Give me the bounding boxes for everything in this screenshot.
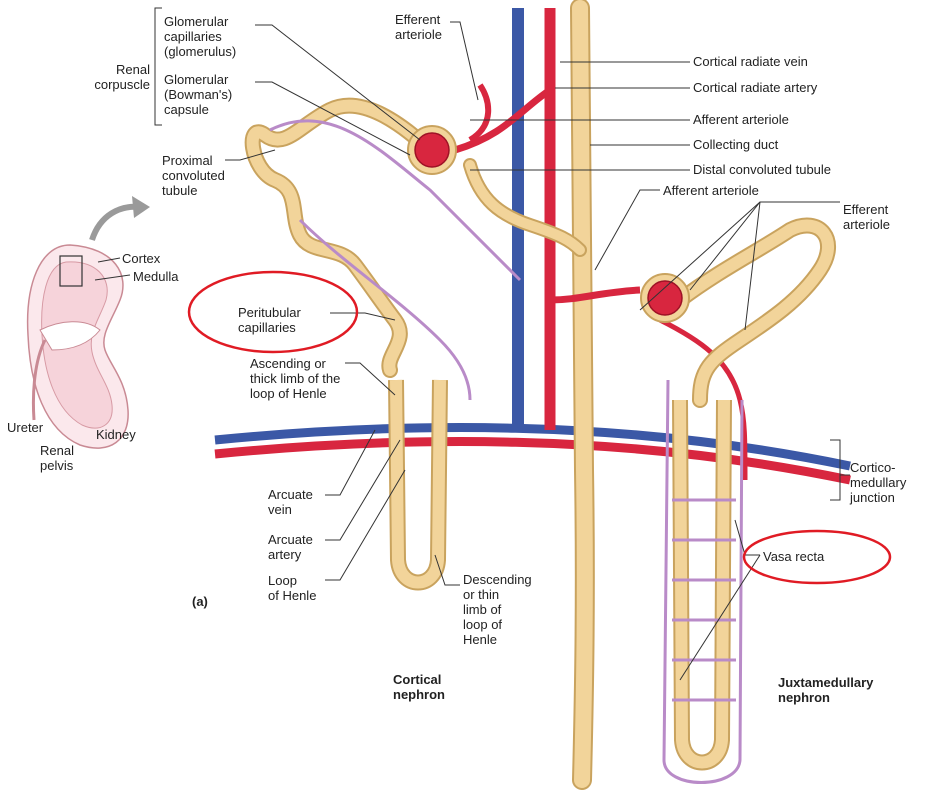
label-efferent-arteriole-right: Efferent arteriole bbox=[843, 202, 890, 232]
label-medulla: Medulla bbox=[133, 269, 179, 284]
label-cortical-radiate-vein: Cortical radiate vein bbox=[693, 54, 808, 69]
label-glomerular-capsule: Glomerular (Bowman's) capsule bbox=[164, 72, 233, 117]
label-renal-corpuscle: Renal corpuscle bbox=[94, 62, 150, 92]
label-distal-convoluted-tubule: Distal convoluted tubule bbox=[693, 162, 832, 177]
juxtamedullary-loop-of-henle-fill bbox=[674, 399, 730, 769]
arcuate-vein bbox=[214, 423, 851, 471]
efferent-arteriole-top bbox=[468, 83, 492, 143]
leader-lines bbox=[94, 21, 850, 681]
arcuate-artery bbox=[214, 437, 851, 485]
inset-pointer-arrowhead bbox=[132, 196, 150, 218]
vasa-recta bbox=[662, 379, 744, 784]
label-proximal-convoluted-tubule: Proximal convoluted tubule bbox=[162, 153, 225, 198]
kidney-pelvis bbox=[39, 321, 101, 351]
label-ascending-limb: Ascending or thick limb of the loop of H… bbox=[250, 356, 341, 401]
glomerulus-right bbox=[647, 280, 683, 316]
label-cortico-medullary-junction: Cortico- medullary junction bbox=[850, 460, 907, 505]
label-peritubular-capillaries: Peritubular capillaries bbox=[238, 305, 301, 335]
vasa-recta-highlight bbox=[742, 529, 892, 585]
collecting-duct-fill bbox=[572, 0, 593, 788]
kidney-inset bbox=[26, 196, 150, 449]
panel-label: (a) bbox=[192, 594, 208, 609]
cortico-medullary-bracket bbox=[830, 439, 841, 501]
inset-pointer-arrow bbox=[89, 203, 141, 242]
afferent-arteriole-right bbox=[549, 286, 641, 304]
label-ureter: Ureter bbox=[7, 420, 44, 435]
label-arcuate-artery: Arcuate artery bbox=[268, 532, 313, 562]
efferent-arteriole-right bbox=[658, 317, 748, 481]
label-descending-limb: Descending or thin limb of loop of Henle bbox=[463, 572, 532, 647]
glomerulus-top bbox=[414, 132, 450, 168]
label-afferent-arteriole-right: Afferent arteriole bbox=[663, 183, 759, 198]
ureter-shape bbox=[31, 339, 47, 421]
label-collecting-duct: Collecting duct bbox=[693, 137, 779, 152]
distal-convoluted-tubule-fill bbox=[465, 160, 585, 255]
peritubular-capillaries bbox=[269, 119, 522, 401]
label-loop-of-henle: Loop of Henle bbox=[268, 573, 317, 603]
label-afferent-arteriole-top: Afferent arteriole bbox=[693, 112, 789, 127]
label-cortex: Cortex bbox=[122, 251, 161, 266]
afferent-arteriole-top bbox=[453, 87, 552, 154]
label-kidney: Kidney bbox=[96, 427, 136, 442]
label-glomerular-capillaries: Glomerular capillaries (glomerulus) bbox=[164, 14, 237, 59]
label-arcuate-vein: Arcuate vein bbox=[268, 487, 313, 517]
label-juxtamedullary-nephron: Juxtamedullary nephron bbox=[778, 675, 874, 705]
renal-corpuscle-bracket bbox=[154, 7, 162, 126]
juxtamedullary-tubule-fill bbox=[674, 219, 835, 406]
peritubular-capillaries-highlight bbox=[187, 270, 359, 354]
proximal-convoluted-tubule-fill bbox=[246, 99, 446, 376]
label-vasa-recta: Vasa recta bbox=[763, 549, 825, 564]
label-renal-pelvis: Renal pelvis bbox=[40, 443, 74, 473]
inset-focus-box bbox=[59, 255, 83, 287]
label-cortical-nephron: Cortical nephron bbox=[393, 672, 445, 702]
label-cortical-radiate-artery: Cortical radiate artery bbox=[693, 80, 818, 95]
label-efferent-arteriole-top: Efferent arteriole bbox=[395, 12, 442, 42]
